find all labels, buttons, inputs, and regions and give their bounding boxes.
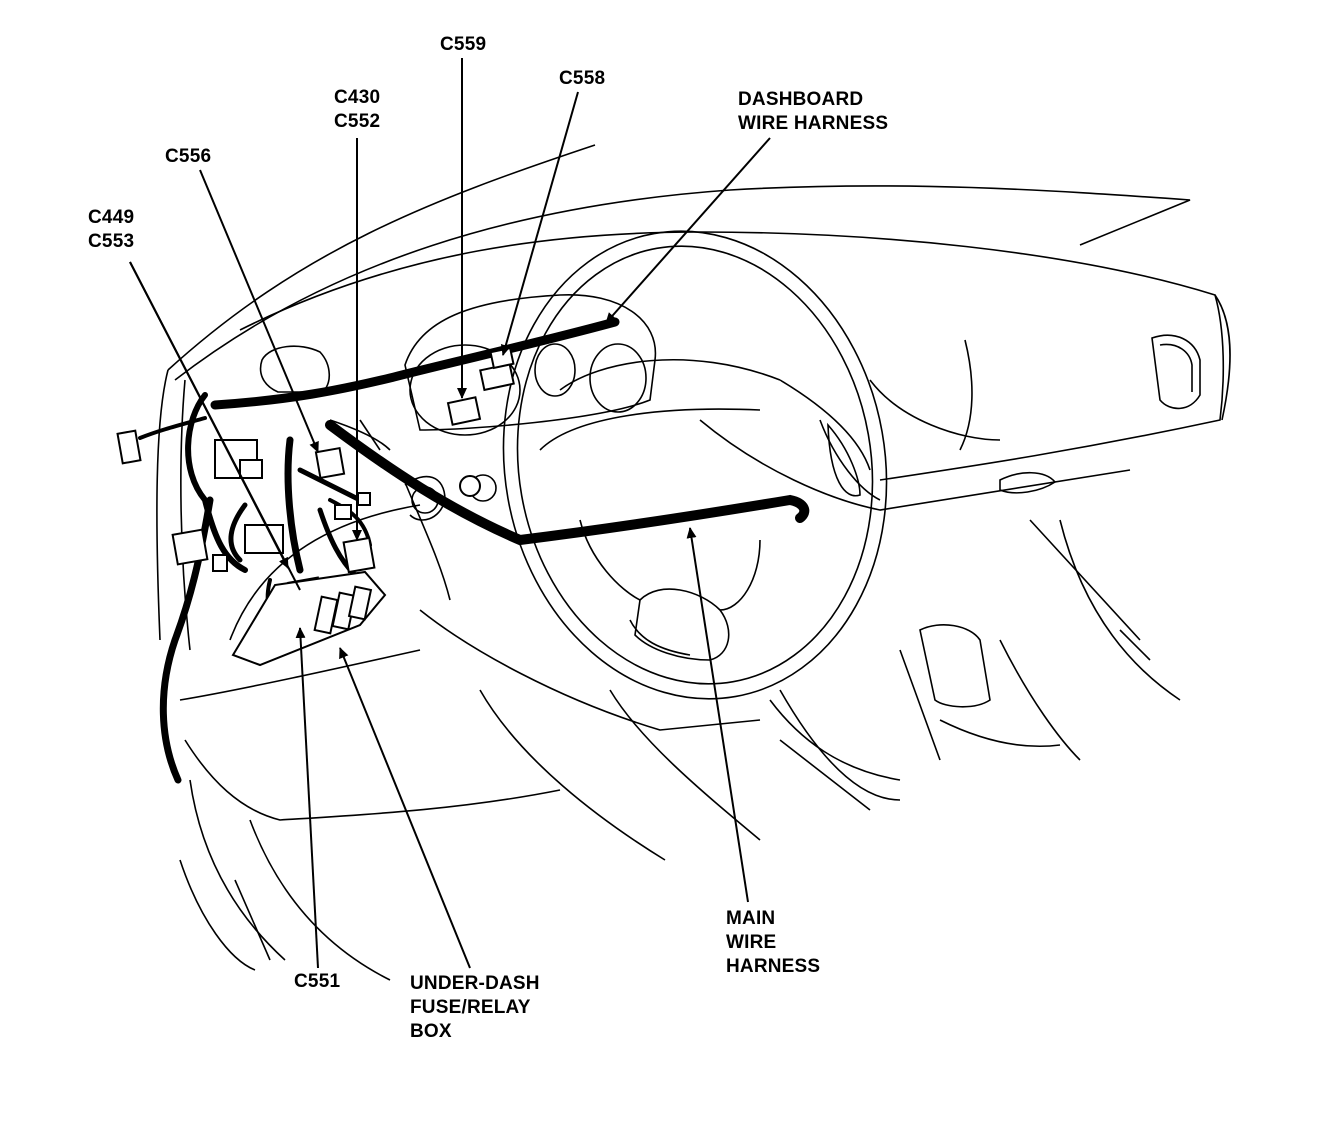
label-c558: C558 [559,67,605,91]
label-line: BOX [410,1021,452,1042]
label-line: WIRE HARNESS [738,113,889,134]
label-underdash-box: UNDER-DASH FUSE/RELAY BOX [410,972,540,1044]
connector-c430-c552 [342,536,376,574]
leader-dashboard-harness [605,137,771,324]
label-line: FUSE/RELAY [410,997,531,1018]
label-c551: C551 [294,970,340,994]
label-line: C551 [294,971,341,992]
leader-c556 [199,169,319,453]
connector-c559 [446,396,482,426]
label-c449-c553: C449 C553 [88,206,134,254]
label-line: HARNESS [726,956,821,977]
connector-c556 [314,446,346,480]
leader-c551 [295,627,319,969]
label-line: MAIN [726,908,776,929]
label-line: C430 [334,87,381,108]
label-line: UNDER-DASH [410,973,540,994]
wire-harnesses [138,317,810,784]
leader-c449-c553-b [129,261,301,591]
main-wire-harness [325,420,810,546]
dashboard-wire-harness [210,317,620,410]
leader-lines [129,58,771,969]
label-c556: C556 [165,145,211,169]
label-c430-c552: C430 C552 [334,86,380,134]
connectors [116,346,515,667]
label-line: C559 [440,34,487,55]
label-line: C553 [88,231,135,252]
label-dashboard-harness: DASHBOARD WIRE HARNESS [738,88,888,136]
label-line: C556 [165,146,212,167]
label-line: C558 [559,68,606,89]
label-line: DASHBOARD [738,89,864,110]
leader-underdash-box [339,647,471,969]
label-line: C449 [88,207,135,228]
label-c559: C559 [440,33,486,57]
dashboard-outline [156,144,1231,981]
leader-main-harness [686,527,749,903]
label-line: C552 [334,111,381,132]
label-line: WIRE [726,932,777,953]
label-main-harness: MAIN WIRE HARNESS [726,907,820,979]
leader-c558 [500,91,579,356]
steering-wheel [502,230,888,700]
